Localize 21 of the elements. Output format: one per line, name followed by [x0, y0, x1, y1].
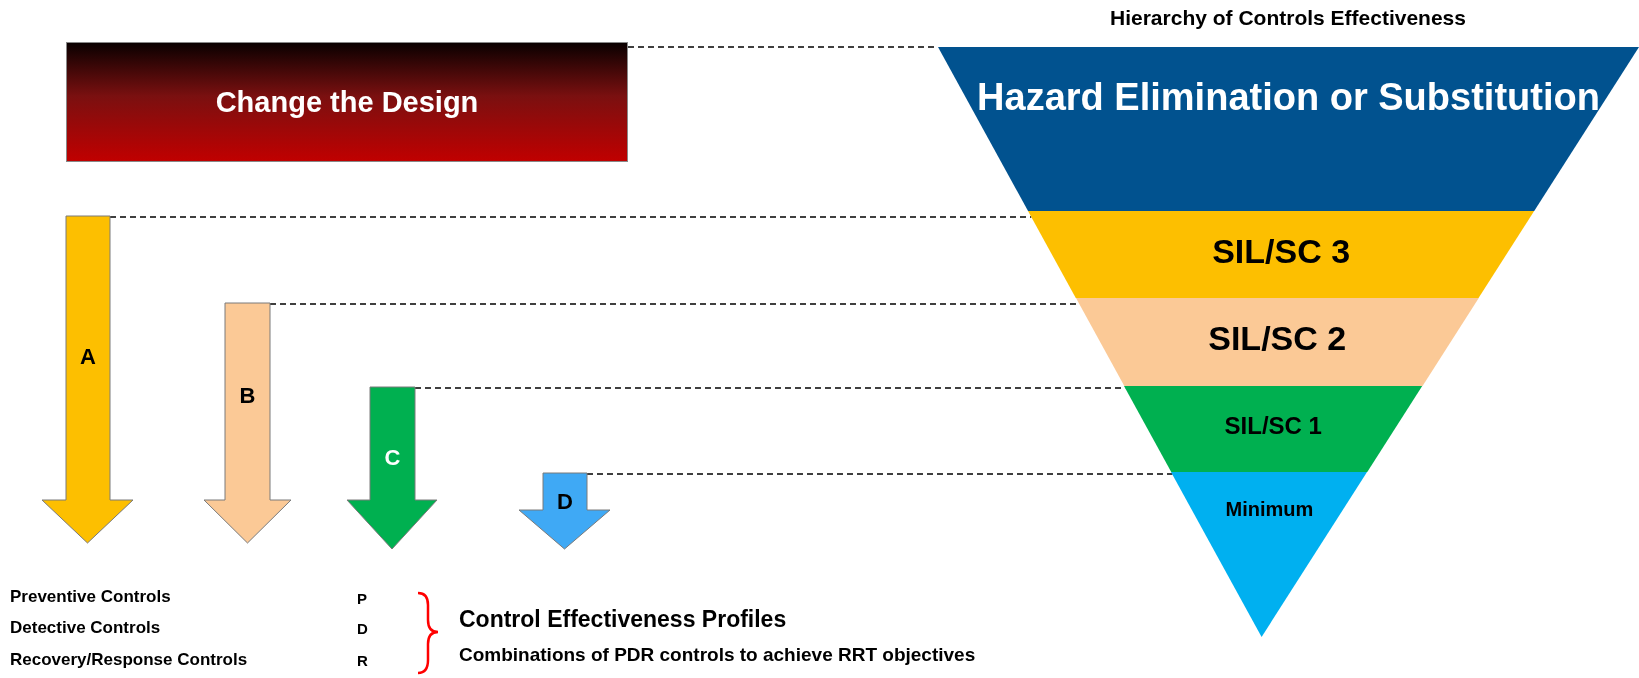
dashed-connector [586, 473, 1174, 475]
arrow-letter: D [557, 489, 573, 515]
text-label: Recovery/Response Controls [10, 650, 248, 670]
arrow-letter: C [384, 445, 401, 471]
arrow-letter: A [80, 344, 96, 370]
band-label: SIL/SC 1 [1223, 412, 1323, 441]
text-label: Combinations of PDR controls to achieve RRT objectives [459, 644, 976, 666]
text-label: R [357, 652, 368, 669]
band-label: SIL/SC 3 [1211, 231, 1352, 272]
text-label: Control Effectiveness Profiles [459, 606, 787, 633]
arrow-letter: B [239, 383, 256, 409]
text-label: Detective Controls [10, 618, 161, 638]
text-label: P [357, 590, 367, 607]
text-label: D [357, 620, 368, 637]
band-label: Hazard Elimination or Substitution [976, 75, 1601, 120]
band-label: SIL/SC 2 [1207, 318, 1348, 359]
text-label: Preventive Controls [10, 587, 171, 607]
band-label: Minimum [1224, 497, 1315, 521]
design-box: Change the Design [66, 42, 628, 162]
diagram-title: Hierarchy of Controls Effectiveness [1109, 6, 1467, 30]
dashed-connector [109, 216, 1033, 218]
